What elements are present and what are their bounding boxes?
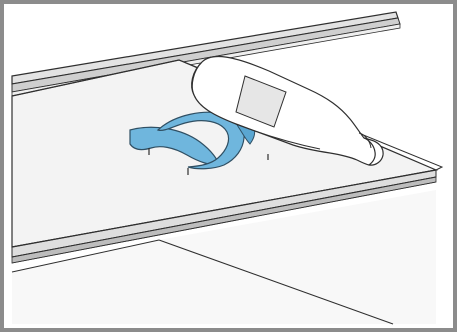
shelf-lines — [11, 59, 437, 264]
lower-area — [11, 190, 436, 325]
bottle — [191, 55, 384, 166]
shelf-illustration — [11, 11, 444, 325]
